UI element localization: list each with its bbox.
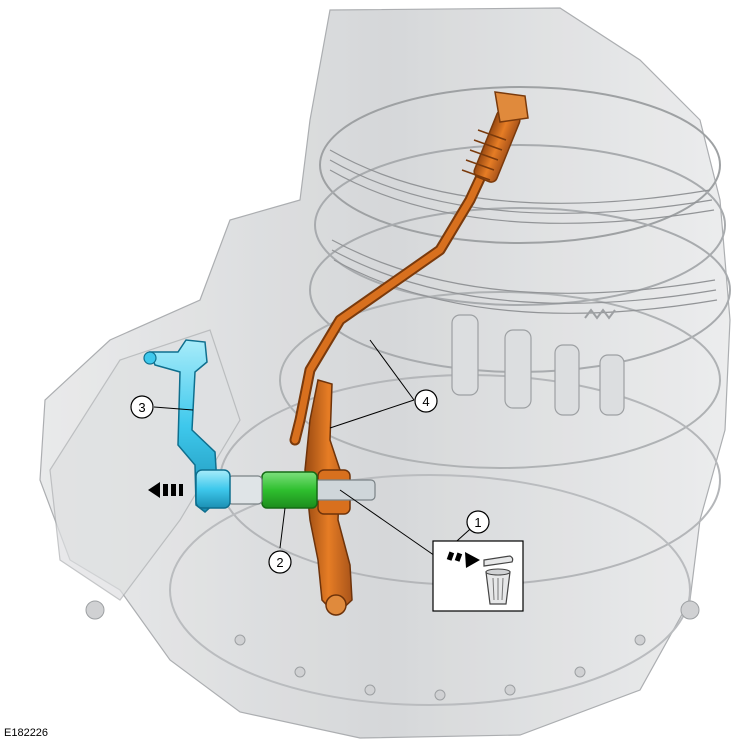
- callout-3: 3: [130, 395, 154, 419]
- shaft-sleeve: [261, 471, 318, 509]
- discard-arrow-icon: [446, 551, 480, 568]
- callout-2: 2: [268, 550, 292, 574]
- transmission-housing: [39, 7, 731, 739]
- discard-instruction-box: [432, 540, 524, 612]
- arrow-left-icon: [148, 482, 183, 498]
- callout-1: 1: [466, 510, 490, 534]
- discard-bin-icon: [483, 555, 514, 605]
- bracket: [143, 339, 231, 513]
- svg-text:2: 2: [276, 555, 283, 570]
- callout-4: 4: [414, 389, 438, 413]
- shift-rod: [289, 91, 529, 446]
- svg-text:4: 4: [422, 394, 429, 409]
- figure-id: E182226: [4, 727, 49, 739]
- svg-text:3: 3: [138, 400, 145, 415]
- svg-text:1: 1: [474, 515, 481, 530]
